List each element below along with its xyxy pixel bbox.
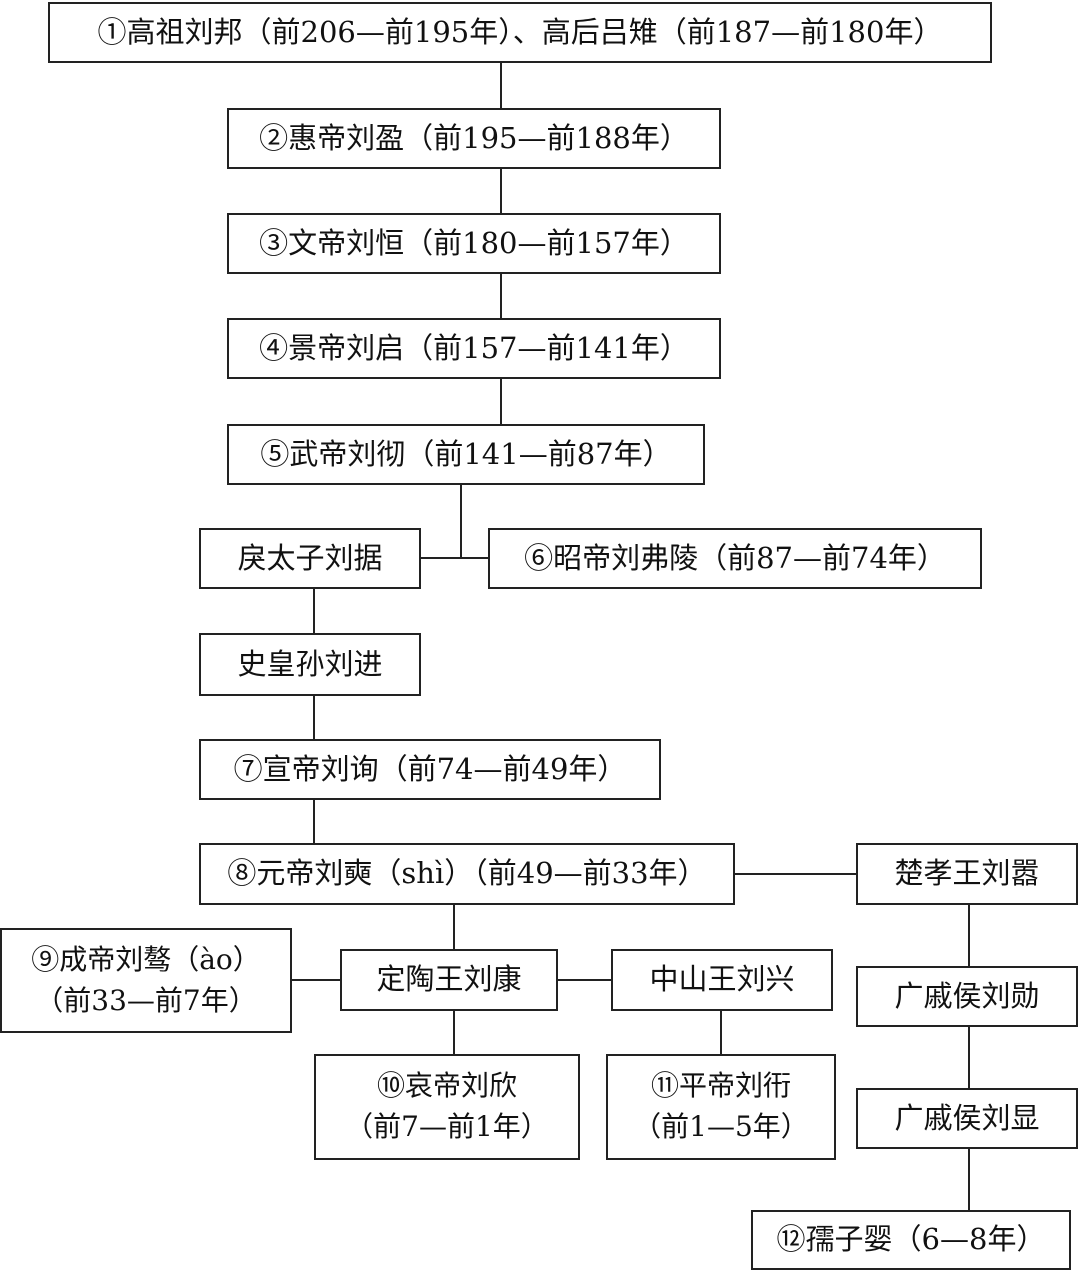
node-pingdi: ⑪平帝刘衎 （前1—5年） — [606, 1054, 836, 1160]
node-gaozu-lvhou-label: ①高祖刘邦（前206—前195年）、高后吕雉（前187—前180年） — [97, 14, 943, 49]
node-jingdi: ④景帝刘启（前157—前141年） — [227, 318, 721, 379]
node-yuandi: ⑧元帝刘奭（shì）（前49—前33年） — [199, 843, 735, 905]
node-chengdi-line2: （前33—前7年） — [35, 983, 257, 1017]
node-zhongshanwang: 中山王刘兴 — [611, 949, 833, 1011]
node-lizi-liuju-label: 戾太子刘据 — [237, 540, 383, 575]
node-dingtaowang-label: 定陶王刘康 — [376, 962, 522, 997]
node-huidi-label: ②惠帝刘盈（前195—前188年） — [259, 120, 689, 155]
node-aidi-line2: （前7—前1年） — [345, 1110, 549, 1143]
node-ruziying-label: ⑫孺子婴（6—8年） — [776, 1222, 1046, 1257]
node-guangqihou-xun: 广戚侯刘勋 — [856, 966, 1078, 1027]
node-yuandi-label: ⑧元帝刘奭（shì）（前49—前33年） — [227, 856, 707, 891]
node-pingdi-line2: （前1—5年） — [633, 1110, 809, 1143]
node-chuxiaowang: 楚孝王刘嚣 — [856, 843, 1078, 905]
node-gaozu-lvhou: ①高祖刘邦（前206—前195年）、高后吕雉（前187—前180年） — [48, 2, 992, 63]
node-wendi: ③文帝刘恒（前180—前157年） — [227, 213, 721, 274]
node-huidi: ②惠帝刘盈（前195—前188年） — [227, 108, 721, 169]
node-chengdi: ⑨成帝刘骜（ào） （前33—前7年） — [0, 928, 292, 1033]
node-xuandi-label: ⑦宣帝刘询（前74—前49年） — [233, 751, 627, 786]
node-aidi: ⑩哀帝刘欣 （前7—前1年） — [314, 1054, 580, 1160]
node-guangqihou-xian-label: 广戚侯刘显 — [894, 1100, 1040, 1135]
node-wudi: ⑤武帝刘彻（前141—前87年） — [227, 424, 705, 485]
node-dingtaowang: 定陶王刘康 — [340, 949, 558, 1011]
node-aidi-line1: ⑩哀帝刘欣 — [376, 1069, 517, 1103]
node-zhongshanwang-label: 中山王刘兴 — [649, 962, 795, 997]
node-pingdi-line1: ⑪平帝刘衎 — [650, 1069, 791, 1103]
node-chuxiaowang-label: 楚孝王刘嚣 — [894, 856, 1040, 891]
node-zhaodi-label: ⑥昭帝刘弗陵（前87—前74年） — [524, 540, 946, 575]
node-wudi-label: ⑤武帝刘彻（前141—前87年） — [260, 436, 672, 471]
node-guangqihou-xian: 广戚侯刘显 — [856, 1088, 1078, 1149]
node-zhaodi: ⑥昭帝刘弗陵（前87—前74年） — [488, 528, 982, 589]
node-chengdi-line1: ⑨成帝刘骜（ào） — [31, 942, 261, 976]
node-lizi-liuju: 戾太子刘据 — [199, 528, 421, 589]
node-xuandi: ⑦宣帝刘询（前74—前49年） — [199, 739, 661, 800]
node-wendi-label: ③文帝刘恒（前180—前157年） — [259, 225, 689, 260]
node-guangqihou-xun-label: 广戚侯刘勋 — [894, 978, 1040, 1013]
node-shihuangsun-label: 史皇孙刘进 — [237, 646, 383, 681]
node-shihuangsun: 史皇孙刘进 — [199, 633, 421, 696]
node-ruziying: ⑫孺子婴（6—8年） — [751, 1210, 1071, 1270]
node-jingdi-label: ④景帝刘启（前157—前141年） — [259, 330, 689, 365]
